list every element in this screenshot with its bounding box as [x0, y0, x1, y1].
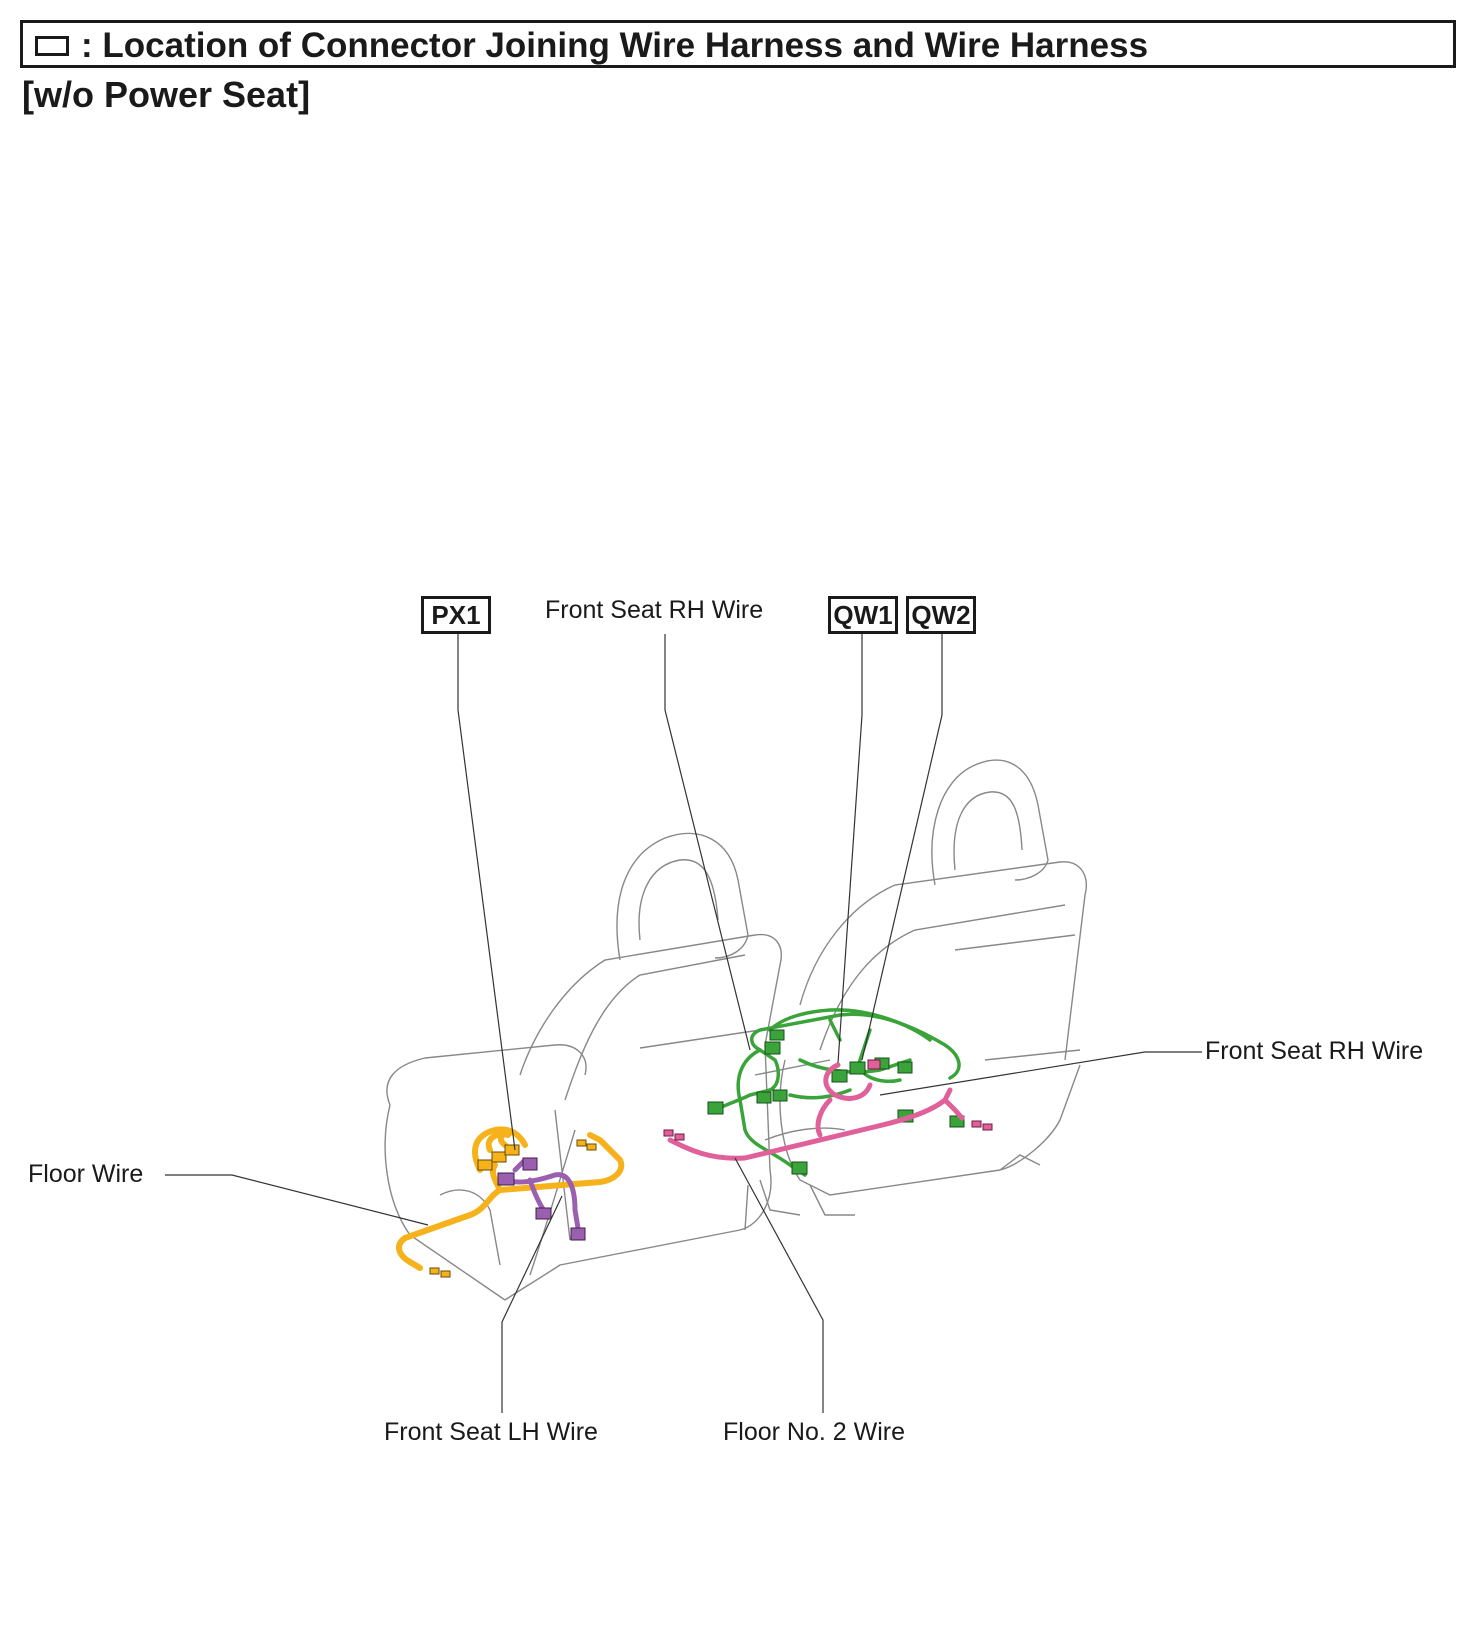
- leader-lines: [165, 634, 1202, 1413]
- qw1-leader: [837, 634, 863, 1064]
- floor-wire-harness: [396, 1126, 625, 1271]
- label-floor-no2-wire: Floor No. 2 Wire: [723, 1418, 905, 1446]
- connector-code-qw1: QW1: [828, 596, 898, 634]
- left-cushion: [386, 1044, 587, 1106]
- front-seat-rh-wire-harness: [713, 1008, 961, 1177]
- floor-wire-leader: [165, 1174, 429, 1226]
- right-headrest: [931, 759, 1049, 886]
- connector-legend-square-icon: [35, 36, 69, 56]
- seat-outlines: [384, 759, 1087, 1301]
- variant-title: [w/o Power Seat]: [22, 74, 311, 115]
- label-floor-wire: Floor Wire: [28, 1160, 144, 1188]
- left-seatback: [519, 933, 782, 1076]
- front-seat-rh-wire-connectors: [707, 1029, 965, 1175]
- label-front-seat-rh-wire-top: Front Seat RH Wire: [545, 596, 764, 624]
- front-seat-rh-right-leader: [879, 1051, 1202, 1096]
- floor-no2-wire-connectors: [663, 1059, 993, 1141]
- left-headrest: [616, 832, 749, 961]
- header-box: : Location of Connector Joining Wire Har…: [20, 20, 1456, 68]
- label-front-seat-lh-wire: Front Seat LH Wire: [384, 1418, 598, 1446]
- front-seat-rh-top-leader: [664, 634, 751, 1051]
- floor-no2-wire-harness: [667, 1062, 965, 1161]
- right-seatback: [799, 861, 1087, 1061]
- floor-wire-connectors: [429, 1139, 597, 1278]
- connector-code-qw2: QW2: [906, 596, 976, 634]
- floor-no2-leader: [734, 1157, 824, 1413]
- connector-code-px1: PX1: [421, 596, 491, 634]
- front-seat-lh-leader: [501, 1195, 563, 1413]
- front-seat-lh-wire-connectors: [497, 1157, 586, 1241]
- qw2-leader: [861, 634, 943, 1061]
- page-title: : Location of Connector Joining Wire Har…: [81, 26, 1149, 65]
- label-front-seat-rh-wire-right: Front Seat RH Wire: [1205, 1037, 1424, 1065]
- px1-leader: [457, 634, 516, 1151]
